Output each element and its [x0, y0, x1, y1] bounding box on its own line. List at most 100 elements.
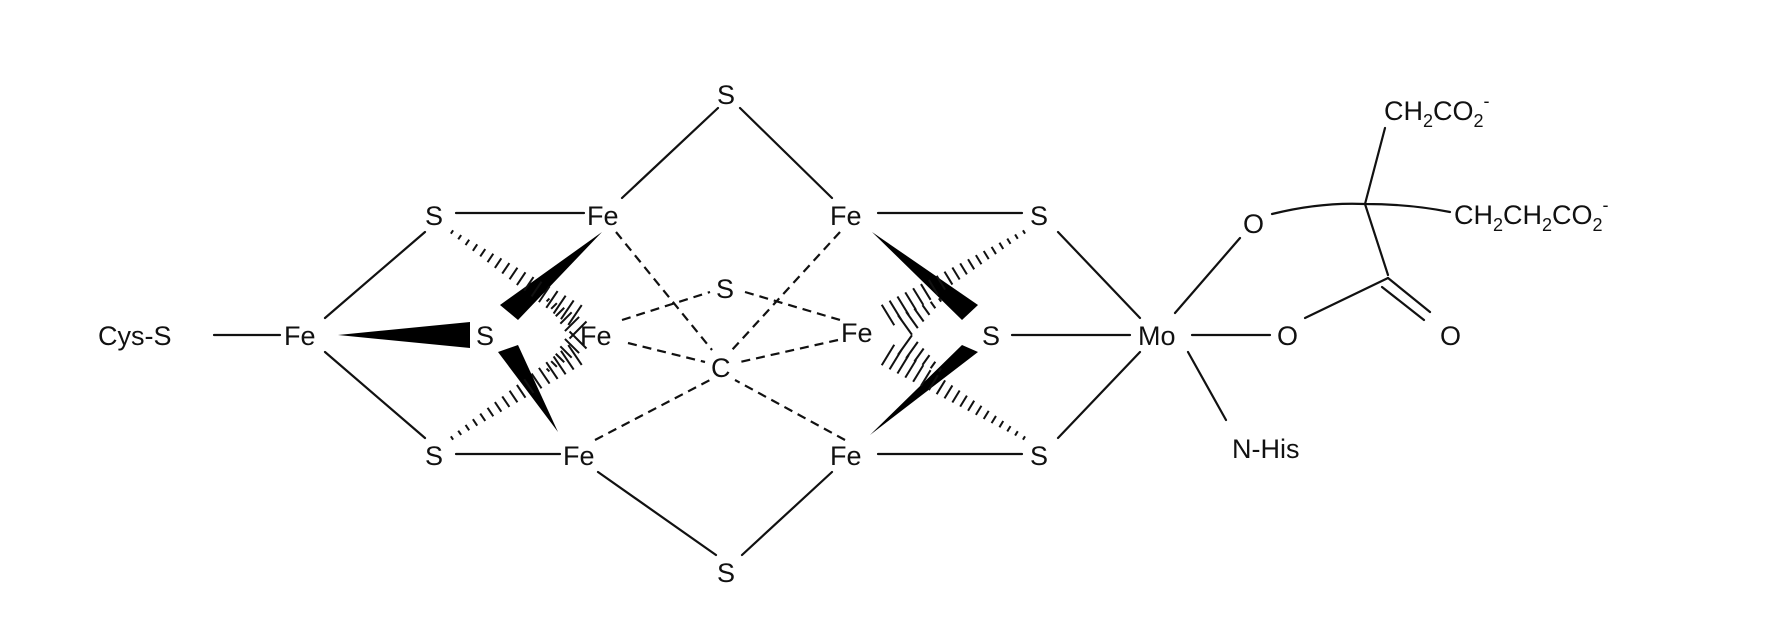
hash-mark	[951, 267, 961, 280]
hash-mark	[560, 299, 575, 320]
bond	[620, 106, 720, 200]
hash-mark	[975, 405, 983, 416]
hash-mark	[951, 390, 961, 403]
hash-mark	[552, 355, 567, 375]
atom-s-lower-right: S	[1030, 441, 1048, 471]
bond	[1056, 350, 1142, 440]
bond	[1270, 202, 1452, 216]
wedge-bond	[498, 345, 558, 432]
hash-mark	[567, 344, 583, 366]
hash-mark	[1014, 233, 1019, 240]
hash-mark	[998, 420, 1005, 428]
dashed-bond	[731, 231, 841, 351]
wedge-bond	[500, 232, 602, 320]
bond	[1380, 285, 1426, 322]
hashed-wedge-bond	[897, 334, 942, 373]
hash-mark	[545, 367, 551, 373]
hash-mark	[472, 418, 479, 427]
hash-mark	[530, 373, 543, 389]
hash-mark	[494, 257, 503, 269]
hash-mark	[904, 291, 917, 311]
hash-mark	[905, 341, 919, 359]
atom-fe-bottom-left: Fe	[563, 441, 595, 471]
hashed-wedge-bond	[450, 344, 583, 441]
hash-mark	[555, 307, 565, 317]
hash-mark	[450, 435, 454, 441]
hash-mark	[523, 378, 535, 394]
hash-mark	[479, 248, 487, 258]
hash-mark	[943, 271, 954, 286]
bond	[738, 106, 834, 200]
hash-mark	[998, 242, 1005, 250]
group-text: CO	[1433, 96, 1474, 126]
hash-mark	[545, 361, 559, 380]
hash-mark	[564, 316, 580, 332]
atom-labels: S S Fe Fe S Cys-S Fe S Fe S Fe C S Mo O …	[98, 80, 1609, 588]
hash-mark	[959, 262, 968, 275]
group-ch2ch2co2: CH2CH2CO2-	[1454, 195, 1609, 235]
hash-mark	[523, 276, 535, 292]
hash-mark	[897, 314, 913, 336]
hash-mark	[545, 297, 551, 303]
hash-mark	[560, 350, 575, 371]
subscript: 2	[1593, 215, 1603, 235]
hash-mark	[938, 297, 942, 303]
atom-mo: Mo	[1138, 321, 1176, 351]
hash-mark	[508, 267, 519, 280]
hash-mark	[494, 401, 503, 413]
bond	[1363, 202, 1390, 277]
hash-mark	[912, 287, 925, 306]
hash-mark	[959, 395, 968, 408]
subscript: 2	[1474, 111, 1484, 131]
bond	[1303, 276, 1390, 320]
atom-fe-top-left: Fe	[587, 201, 619, 231]
subscript: 2	[1423, 111, 1433, 131]
atom-cys-s: Cys-S	[98, 321, 172, 351]
atom-s-lower-left: S	[425, 441, 443, 471]
hash-mark	[486, 407, 495, 417]
dashed-bond	[615, 231, 713, 351]
hash-mark	[938, 367, 942, 373]
hash-mark	[538, 285, 551, 303]
hash-mark	[464, 239, 471, 246]
hash-mark	[457, 430, 462, 436]
hash-mark	[921, 304, 931, 316]
hash-mark	[982, 250, 990, 260]
atom-fe-top-right: Fe	[830, 201, 862, 231]
wedge-bond	[872, 232, 978, 320]
hash-mark	[1006, 238, 1012, 245]
group-ch2co2: CH2CO2-	[1384, 91, 1490, 131]
atom-o-mid: O	[1277, 321, 1298, 351]
hash-mark	[516, 271, 527, 286]
hash-mark	[501, 262, 511, 275]
hash-mark	[508, 390, 519, 403]
atom-o-upper: O	[1243, 209, 1264, 239]
bond	[596, 470, 718, 557]
hash-mark	[1014, 430, 1019, 437]
hash-mark	[935, 379, 946, 395]
dashed-bond	[594, 379, 711, 441]
wedge-bond	[870, 345, 978, 435]
hash-mark	[920, 283, 932, 301]
hash-mark	[559, 345, 573, 359]
hash-mark	[486, 253, 495, 263]
hash-mark	[990, 415, 997, 424]
group-text: CH	[1503, 200, 1542, 230]
atom-o-carbonyl: O	[1440, 321, 1461, 351]
atom-s-center: S	[716, 274, 734, 304]
hashed-wedge-bond	[450, 229, 583, 326]
hash-mark	[990, 246, 997, 255]
hashed-wedge-bond	[897, 297, 942, 336]
hash-mark	[913, 307, 925, 323]
hash-mark	[929, 361, 937, 369]
hash-mark	[501, 395, 511, 408]
dashed-bond	[621, 290, 711, 322]
hash-mark	[567, 304, 583, 326]
wedge-bond	[338, 322, 470, 348]
hashed-wedge-bond	[545, 330, 588, 373]
hash-mark	[479, 412, 487, 422]
hash-mark	[538, 367, 551, 385]
dashed-bond	[734, 379, 846, 441]
